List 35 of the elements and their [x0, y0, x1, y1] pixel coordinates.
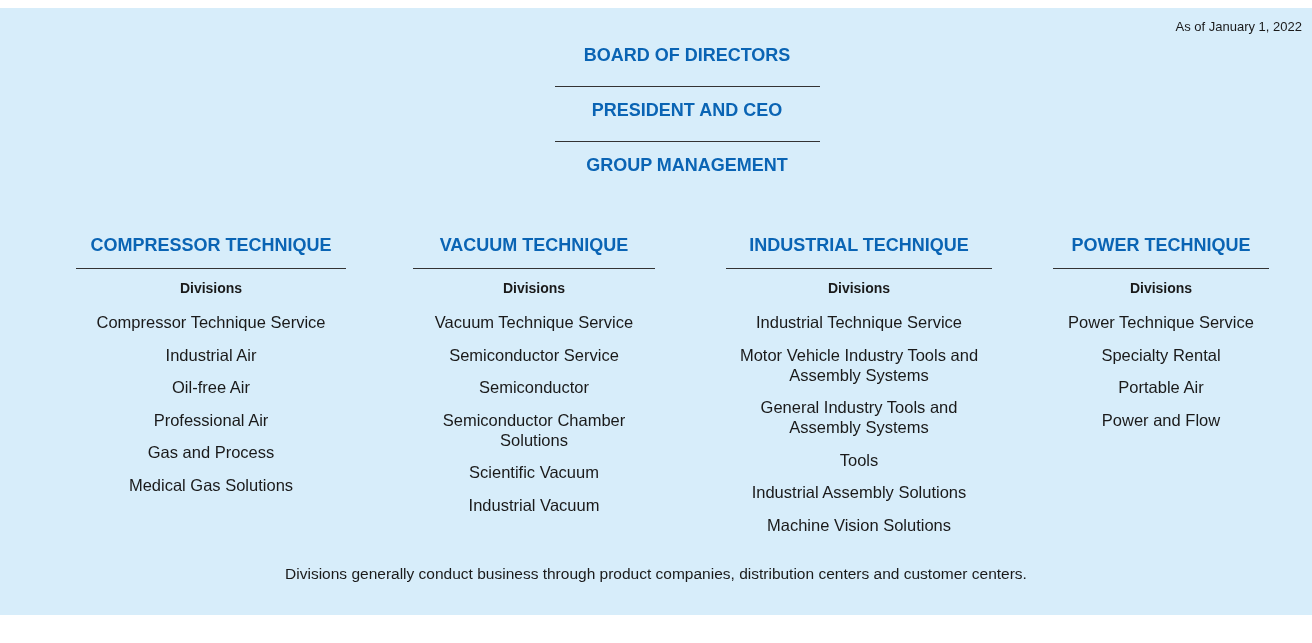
heading: BOARD OF DIRECTORS — [582, 45, 792, 66]
division-name: Power and Flow — [1101, 409, 1221, 430]
division-name: Oil-free Air — [172, 377, 250, 397]
division-name: Semiconductor — [478, 377, 590, 397]
subheading: Divisions — [827, 279, 891, 298]
division-name: Motor Vehicle Industry Tools and Assembly Systems — [739, 344, 979, 385]
division-name: Industrial Technique Service — [755, 312, 963, 332]
division-name: Power Technique Service — [1068, 312, 1254, 332]
division-name: General Industry Tools and Assembly Systems — [759, 397, 959, 437]
division-name: Specialty Rental — [1101, 344, 1221, 365]
heading: INDUSTRIAL TECHNIQUE — [748, 235, 970, 256]
division-name: Semiconductor Service — [449, 344, 619, 365]
heading: GROUP MANAGEMENT — [585, 155, 789, 176]
subheading: Divisions — [179, 279, 243, 298]
division-name: Vacuum Technique Service — [434, 312, 634, 332]
heading: POWER TECHNIQUE — [1070, 235, 1252, 256]
division-name: Industrial Vacuum — [468, 494, 600, 515]
heading: VACUUM TECHNIQUE — [438, 235, 630, 256]
division-name: Portable Air — [1118, 377, 1204, 397]
division-name: Semiconductor Chamber Solutions — [441, 409, 627, 450]
heading: COMPRESSOR TECHNIQUE — [89, 235, 333, 256]
division-name: Scientific Vacuum — [469, 462, 599, 482]
division-name: Compressor Technique Service — [96, 312, 326, 332]
division-name: Medical Gas Solutions — [128, 474, 294, 495]
division-name: Machine Vision Solutions — [766, 514, 952, 535]
division-name: Professional Air — [153, 409, 269, 430]
date-note: As of January 1, 2022 — [1175, 19, 1302, 34]
heading: PRESIDENT AND CEO — [590, 100, 784, 121]
division-name: Industrial Assembly Solutions — [751, 482, 967, 502]
division-name: Tools — [839, 449, 879, 470]
division-name: Industrial Air — [165, 344, 257, 365]
subheading: Divisions — [502, 279, 566, 298]
subheading: Divisions — [1129, 279, 1193, 298]
division-name: Gas and Process — [147, 442, 275, 462]
caption: Divisions generally conduct business through product companies, distribution centers and customer centers. — [284, 565, 1028, 583]
